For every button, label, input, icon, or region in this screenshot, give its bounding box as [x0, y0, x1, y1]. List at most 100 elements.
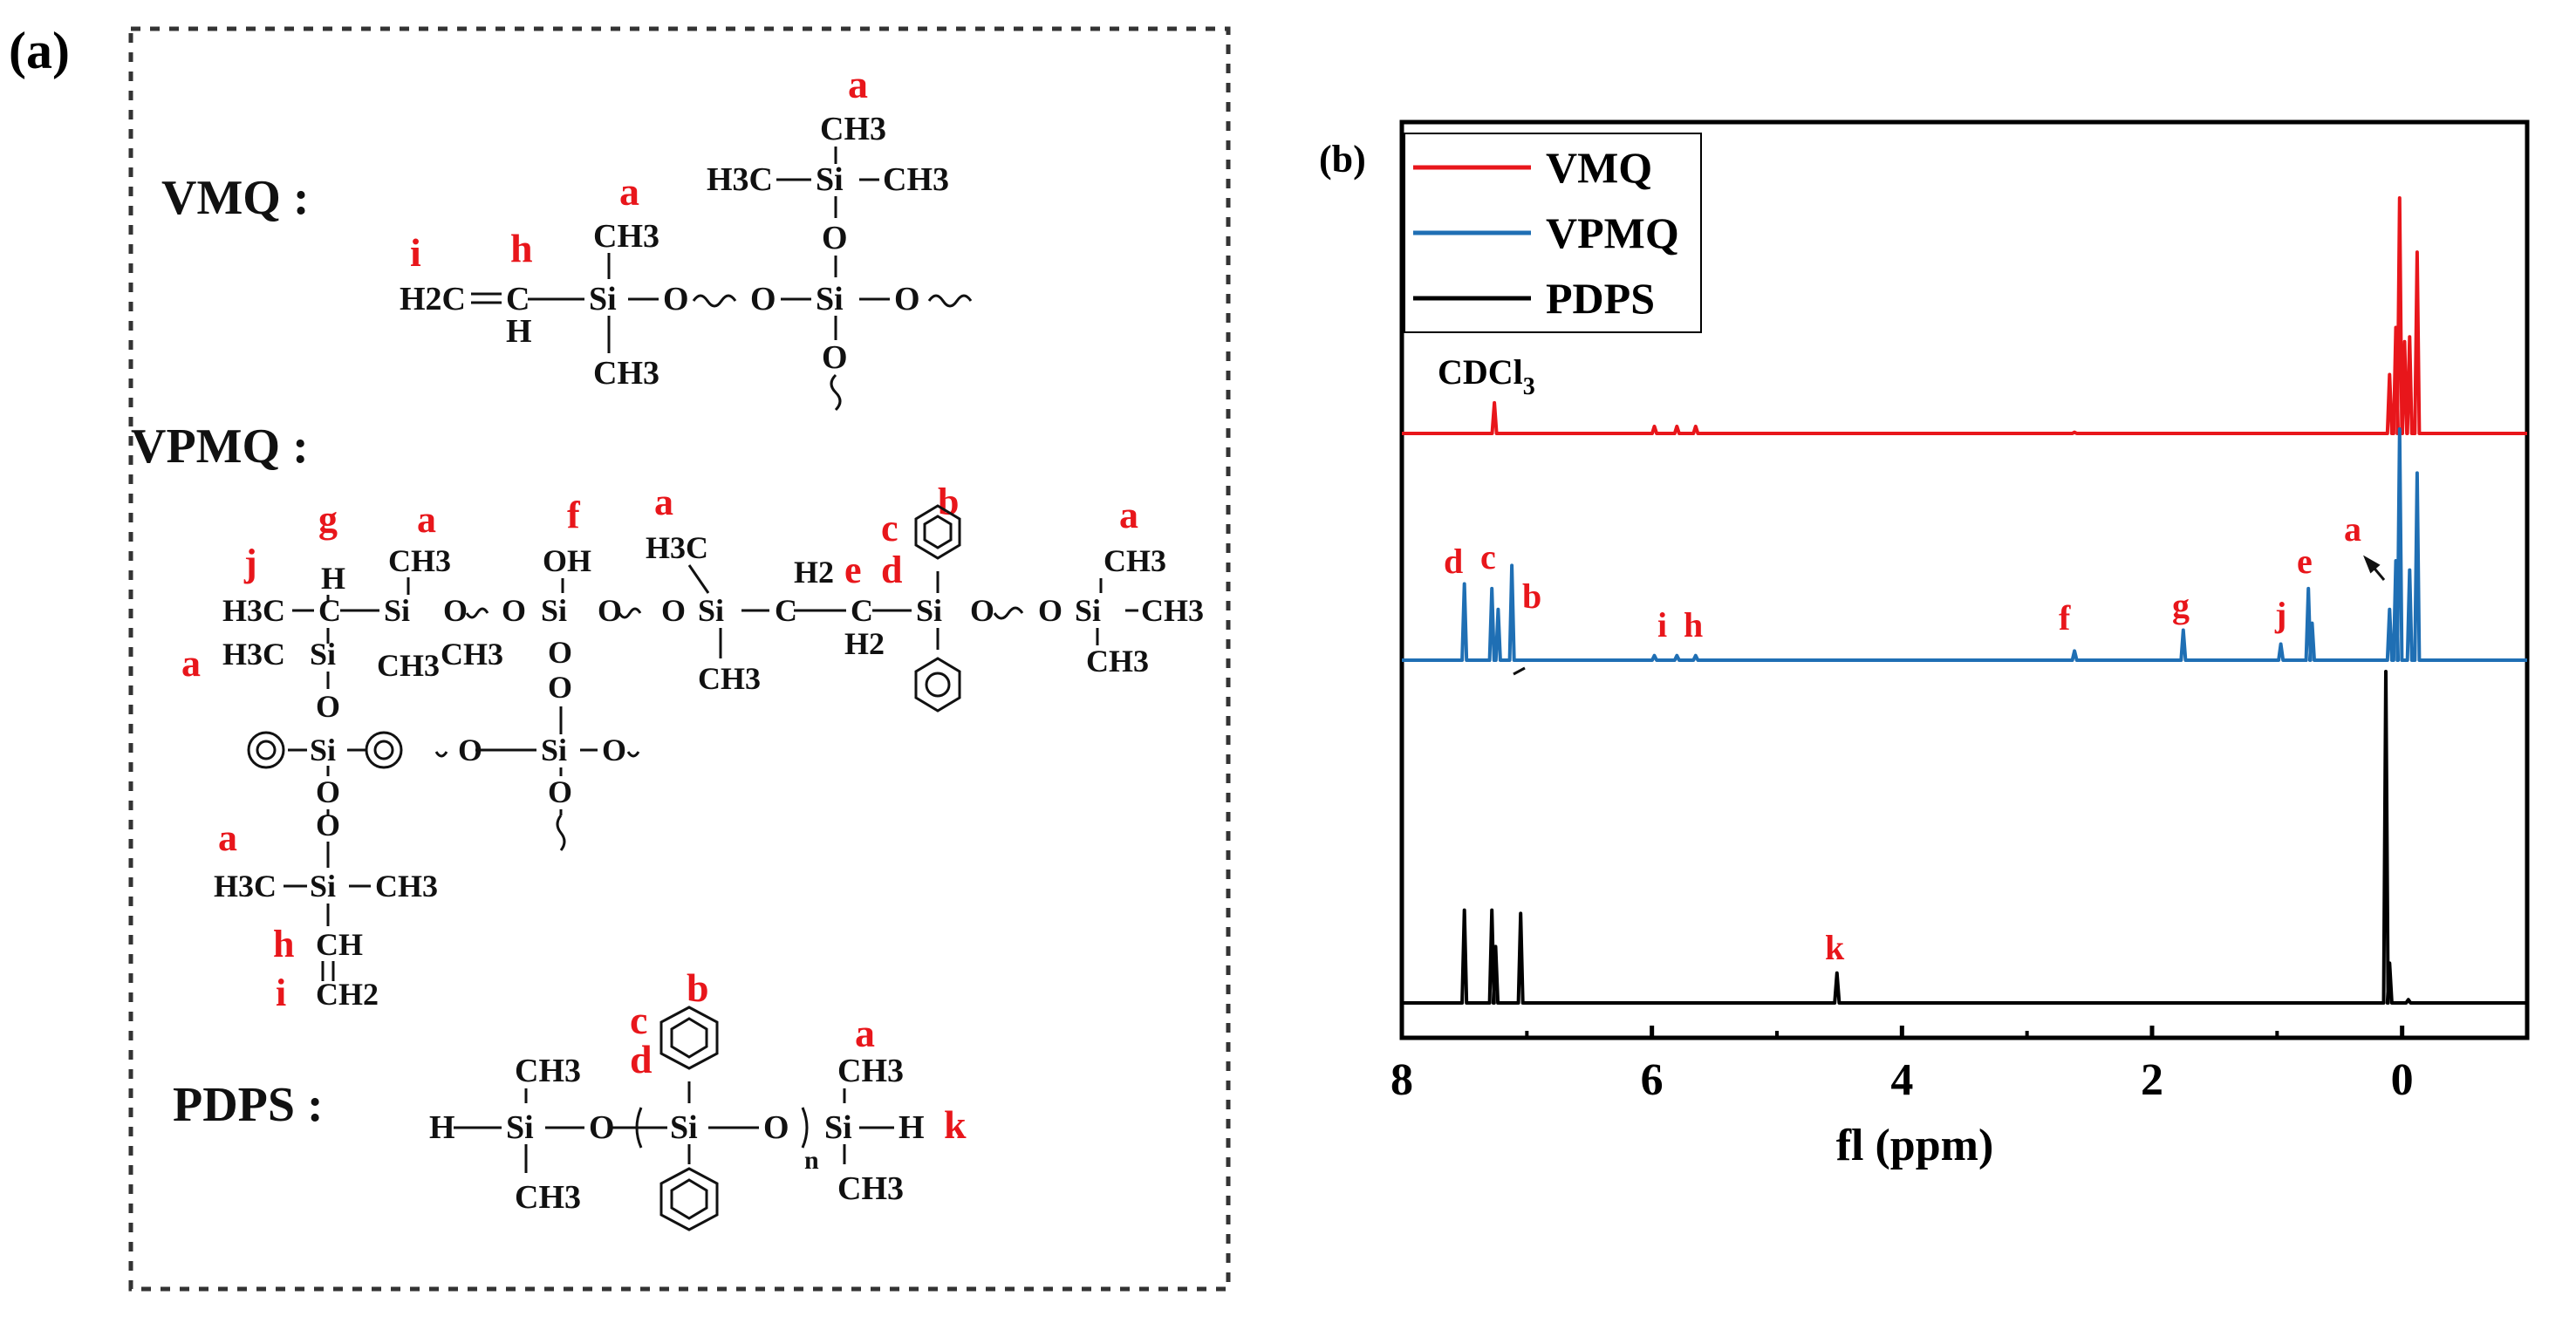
vmq-label-h: h [510, 226, 533, 270]
spectrum-pdps [1402, 670, 2527, 1005]
vpmq-structure: VPMQ : j g a f a c b a e d a a h i CH3 O… [131, 419, 1204, 1014]
solvent-label-text: CDCl [1438, 352, 1523, 392]
pdps-o-left: O [589, 1109, 615, 1146]
peak-annotation-marks [1513, 555, 2386, 676]
vpmq-h2-top: H2 [794, 555, 834, 590]
pdps-si-mid: Si [670, 1109, 698, 1146]
panel-b-label: (b) [1319, 138, 1366, 181]
vpmq-o-f2: O [548, 670, 572, 705]
peak-labels: d c b i h f g j e a k [1444, 509, 2361, 967]
vpmq-label-a2: a [654, 481, 673, 523]
panel-a-frame [128, 26, 1231, 1292]
peak-label-c: c [1480, 537, 1496, 576]
vpmq-h3c-top: H3C [646, 530, 708, 565]
vmq-c: C [506, 281, 530, 317]
vpmq-label-a4: a [181, 642, 201, 685]
vpmq-si-9: Si [310, 869, 336, 904]
vpmq-h3c-si: H3C [222, 637, 285, 672]
vpmq-label-g: g [318, 498, 338, 541]
pdps-n: n [804, 1146, 819, 1175]
vpmq-label-i: i [276, 972, 286, 1014]
vpmq-o-9: O [602, 733, 626, 767]
pdps-h-right: H [899, 1109, 925, 1146]
vmq-bonds [471, 147, 973, 412]
peak-label-f: f [2059, 598, 2071, 638]
vpmq-o-6: O [1038, 593, 1063, 628]
vpmq-ch2: CH2 [316, 977, 379, 1012]
vpmq-name: VPMQ : [131, 419, 309, 474]
vpmq-label-j: j [243, 542, 257, 584]
pdps-label-b: b [687, 965, 709, 1010]
vmq-o-upper: O [822, 220, 848, 256]
x-tick-label: 2 [2141, 1055, 2163, 1105]
vpmq-c-mid2: C [851, 593, 873, 628]
pdps-ch3-left-top: CH3 [515, 1053, 581, 1089]
legend-label-vmq: VMQ [1546, 143, 1652, 192]
panel-a-label: (a) [9, 22, 70, 79]
vmq-h2c: H2C [400, 281, 466, 317]
vpmq-o-3: O [598, 593, 622, 628]
vpmq-si-2: Si [541, 593, 567, 628]
vpmq-ch3-si6: CH3 [377, 648, 440, 683]
vpmq-si-4: Si [916, 593, 942, 628]
vpmq-o-5: O [970, 593, 994, 628]
peak-label-b: b [1522, 576, 1541, 616]
x-tick-label: 0 [2391, 1055, 2414, 1105]
peak-label-g: g [2172, 586, 2190, 625]
vpmq-c-mid: C [775, 593, 797, 628]
vmq-ch3-up: CH3 [593, 218, 659, 255]
vpmq-label-c: c [881, 507, 899, 549]
pdps-h-left: H [429, 1109, 455, 1146]
vpmq-ch3-top-right: CH3 [1104, 543, 1166, 578]
vpmq-si-8: Si [541, 733, 567, 767]
vpmq-ch3-bottom: CH3 [375, 869, 438, 904]
solvent-label-subscript: 3 [1523, 373, 1535, 400]
vpmq-bonds [247, 504, 1138, 981]
legend-label-pdps: PDPS [1546, 274, 1655, 323]
legend-label-vpmq: VPMQ [1546, 208, 1679, 257]
vpmq-o-11: O [548, 774, 572, 809]
pdps-si-left: Si [506, 1109, 534, 1146]
pdps-label-d: d [630, 1037, 653, 1081]
pdps-label-c: c [630, 998, 647, 1042]
legend: VMQ VPMQ PDPS [1404, 133, 1702, 333]
vmq-label-a: a [619, 169, 639, 214]
vpmq-ch3-top-left: CH3 [388, 543, 451, 578]
vmq-label-i: i [410, 230, 421, 275]
peak-label-k: k [1825, 928, 1845, 967]
pdps-si-right: Si [824, 1109, 852, 1146]
plot-frame [1399, 119, 2530, 1040]
peak-label-d: d [1444, 542, 1463, 581]
pdps-bonds [454, 1006, 894, 1231]
vpmq-c-row: C [318, 593, 341, 628]
vpmq-o-1: O [443, 593, 468, 628]
peak-label-e: e [2297, 542, 2313, 581]
x-tick-label: 4 [1890, 1055, 1913, 1105]
vmq-si-main: Si [589, 281, 617, 317]
vpmq-h2-bottom: H2 [844, 626, 885, 661]
vmq-structure: VMQ : a CH3 H3C Si CH3 O a CH3 i h H2C C… [161, 62, 973, 412]
x-tick-label: 8 [1390, 1055, 1413, 1105]
vpmq-h: H [321, 561, 345, 596]
vmq-label-a-top: a [848, 62, 868, 106]
vpmq-o-10: O [316, 774, 340, 809]
vpmq-oh: OH [543, 543, 591, 578]
pdps-name: PDPS : [173, 1078, 324, 1132]
peak-label-h: h [1684, 605, 1703, 644]
vpmq-label-a5: a [218, 816, 237, 859]
vpmq-si-1: Si [384, 593, 410, 628]
peak-label-j: j [2274, 595, 2286, 634]
vpmq-label-e: e [844, 549, 862, 591]
vmq-o-2: O [750, 281, 776, 317]
vmq-si-chain: Si [816, 281, 844, 317]
peak-label-a: a [2344, 509, 2361, 549]
vmq-o-3: O [894, 281, 920, 317]
spectrum-vmq [1402, 196, 2527, 435]
vpmq-o-f1: O [548, 635, 572, 670]
vpmq-ch3-end: CH3 [1141, 593, 1204, 628]
vpmq-h3c-row: H3C [222, 593, 285, 628]
vpmq-h3c-bottom: H3C [214, 869, 277, 904]
